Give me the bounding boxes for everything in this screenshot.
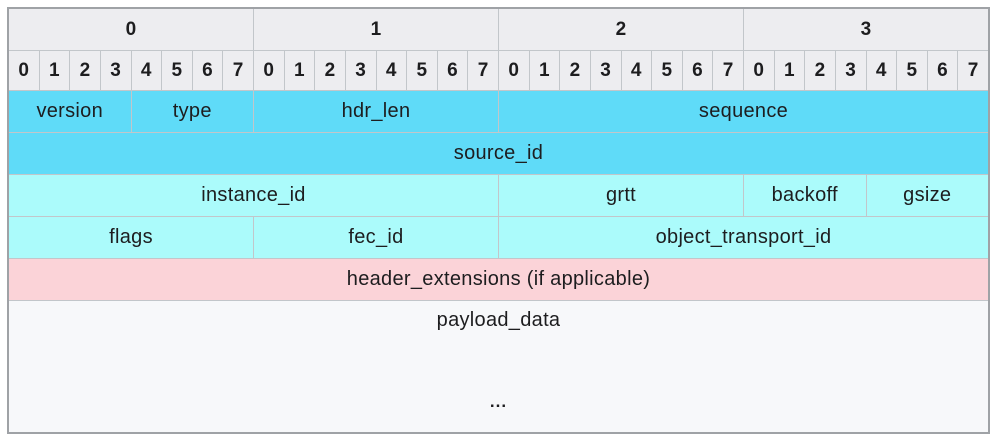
- payload-ellipsis: ...: [489, 392, 508, 411]
- field-grtt: grtt: [499, 175, 743, 216]
- bit-header-7: 7: [468, 51, 498, 90]
- bit-header-6: 6: [437, 51, 468, 90]
- bit-header-3: 3: [345, 51, 376, 90]
- field-version: version: [9, 91, 131, 132]
- bit-header-6: 6: [192, 51, 223, 90]
- field-hdr-len: hdr_len: [254, 91, 498, 132]
- bit-header-2: 2: [560, 51, 590, 90]
- field-flags: flags: [9, 217, 253, 258]
- bit-header-4: 4: [866, 51, 897, 90]
- bit-header-0: 0: [254, 51, 284, 90]
- bit-header-4: 4: [131, 51, 162, 90]
- field-sequence: sequence: [499, 91, 988, 132]
- bit-header-7: 7: [713, 51, 743, 90]
- field-type: type: [131, 91, 253, 132]
- bit-header-2: 2: [315, 51, 345, 90]
- bit-header-4: 4: [376, 51, 407, 90]
- bit-header-6: 6: [682, 51, 713, 90]
- bit-header-2: 2: [70, 51, 100, 90]
- bit-header-2: 2: [805, 51, 835, 90]
- bit-header-1: 1: [39, 51, 70, 90]
- bit-header-5: 5: [407, 51, 437, 90]
- byte-header-1: 1: [254, 9, 498, 50]
- field-backoff: backoff: [744, 175, 866, 216]
- bit-header-5: 5: [652, 51, 682, 90]
- bit-header-7: 7: [958, 51, 988, 90]
- payload-label: payload_data: [436, 309, 561, 331]
- bit-header-4: 4: [621, 51, 652, 90]
- field-gsize: gsize: [866, 175, 988, 216]
- bit-header-1: 1: [529, 51, 560, 90]
- byte-header-2: 2: [499, 9, 743, 50]
- bit-header-5: 5: [897, 51, 927, 90]
- bit-header-3: 3: [835, 51, 866, 90]
- byte-header-3: 3: [744, 9, 988, 50]
- bit-header-0: 0: [499, 51, 529, 90]
- bit-header-7: 7: [223, 51, 253, 90]
- bit-header-3: 3: [100, 51, 131, 90]
- payload-field: payload_data...: [9, 301, 988, 432]
- bit-header-1: 1: [284, 51, 315, 90]
- bit-header-5: 5: [162, 51, 192, 90]
- bit-header-0: 0: [744, 51, 774, 90]
- bit-header-1: 1: [774, 51, 805, 90]
- field-source-id: source_id: [9, 133, 988, 174]
- field-instance-id: instance_id: [9, 175, 498, 216]
- byte-header-0: 0: [9, 9, 253, 50]
- field-object-transport-id: object_transport_id: [499, 217, 988, 258]
- bit-header-0: 0: [9, 51, 39, 90]
- field-fec-id: fec_id: [254, 217, 498, 258]
- bit-header-3: 3: [590, 51, 621, 90]
- field-header-extensions-if-applicable: header_extensions (if applicable): [9, 259, 988, 300]
- bit-header-6: 6: [927, 51, 958, 90]
